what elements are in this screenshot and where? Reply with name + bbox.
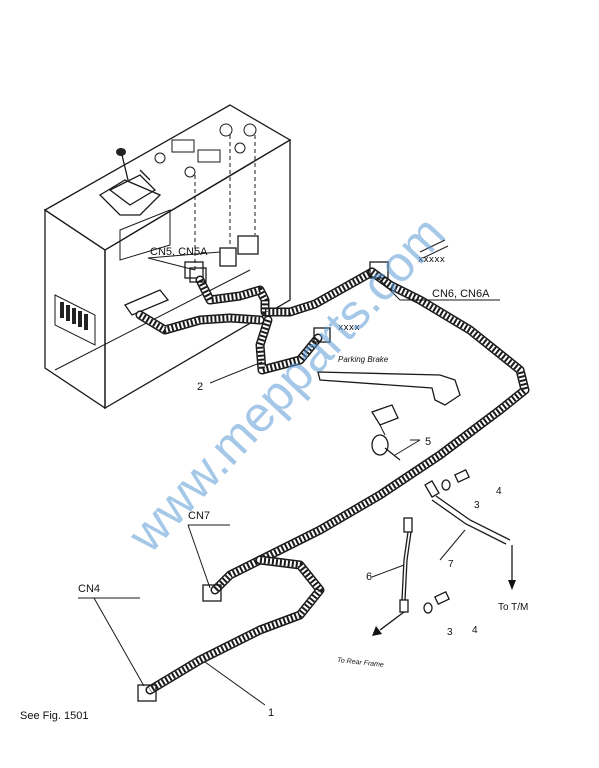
parking-brake: Parking Brake bbox=[317, 355, 461, 406]
callout-1: 1 bbox=[268, 707, 274, 719]
wiring-harness bbox=[135, 267, 530, 695]
svg-text:xxxx: xxxx bbox=[338, 323, 360, 333]
pin-plug-cn6: xxxxx bbox=[418, 239, 449, 265]
callout-4b: 4 bbox=[472, 625, 478, 636]
label-cn7: CN7 bbox=[188, 510, 210, 522]
connector-cn5 bbox=[189, 267, 207, 283]
control-box bbox=[43, 104, 292, 410]
pin-plug-parking: xxxx bbox=[338, 323, 360, 333]
connector-cn7 bbox=[202, 584, 222, 602]
connector-cn4 bbox=[137, 684, 157, 702]
callout-6: 6 bbox=[366, 571, 372, 583]
switch-bank bbox=[60, 302, 88, 330]
cable-7 bbox=[424, 480, 516, 590]
callout-7: 7 bbox=[448, 559, 454, 570]
label-cn4: CN4 bbox=[78, 583, 100, 595]
label-cn5: CN5, CN5A bbox=[150, 246, 208, 258]
bolts bbox=[423, 468, 470, 614]
callout-3a: 3 bbox=[474, 500, 480, 511]
callout-5: 5 bbox=[425, 436, 431, 448]
label-to-tm: To T/M bbox=[498, 602, 528, 613]
label-see-fig: See Fig. 1501 bbox=[20, 710, 89, 722]
label-to-rear-frame: To Rear Frame bbox=[337, 657, 384, 669]
connector-cn6 bbox=[369, 261, 389, 279]
callout-2: 2 bbox=[197, 381, 203, 393]
leader-lines bbox=[78, 251, 500, 706]
callout-3b: 3 bbox=[447, 627, 453, 638]
svg-text:xxxxx: xxxxx bbox=[418, 255, 445, 265]
watermark: www.mepparts.com bbox=[116, 205, 455, 563]
label-cn6: CN6, CN6A bbox=[432, 288, 490, 300]
connectors: xxxxx xxxx bbox=[137, 239, 449, 702]
connector-parking bbox=[313, 327, 331, 343]
cable-6 bbox=[372, 517, 413, 636]
gauges bbox=[154, 123, 257, 178]
switch-5 bbox=[371, 404, 421, 461]
shift-lever bbox=[98, 148, 162, 216]
parking-brake-label: Parking Brake bbox=[338, 355, 389, 364]
callout-4a: 4 bbox=[496, 486, 502, 497]
